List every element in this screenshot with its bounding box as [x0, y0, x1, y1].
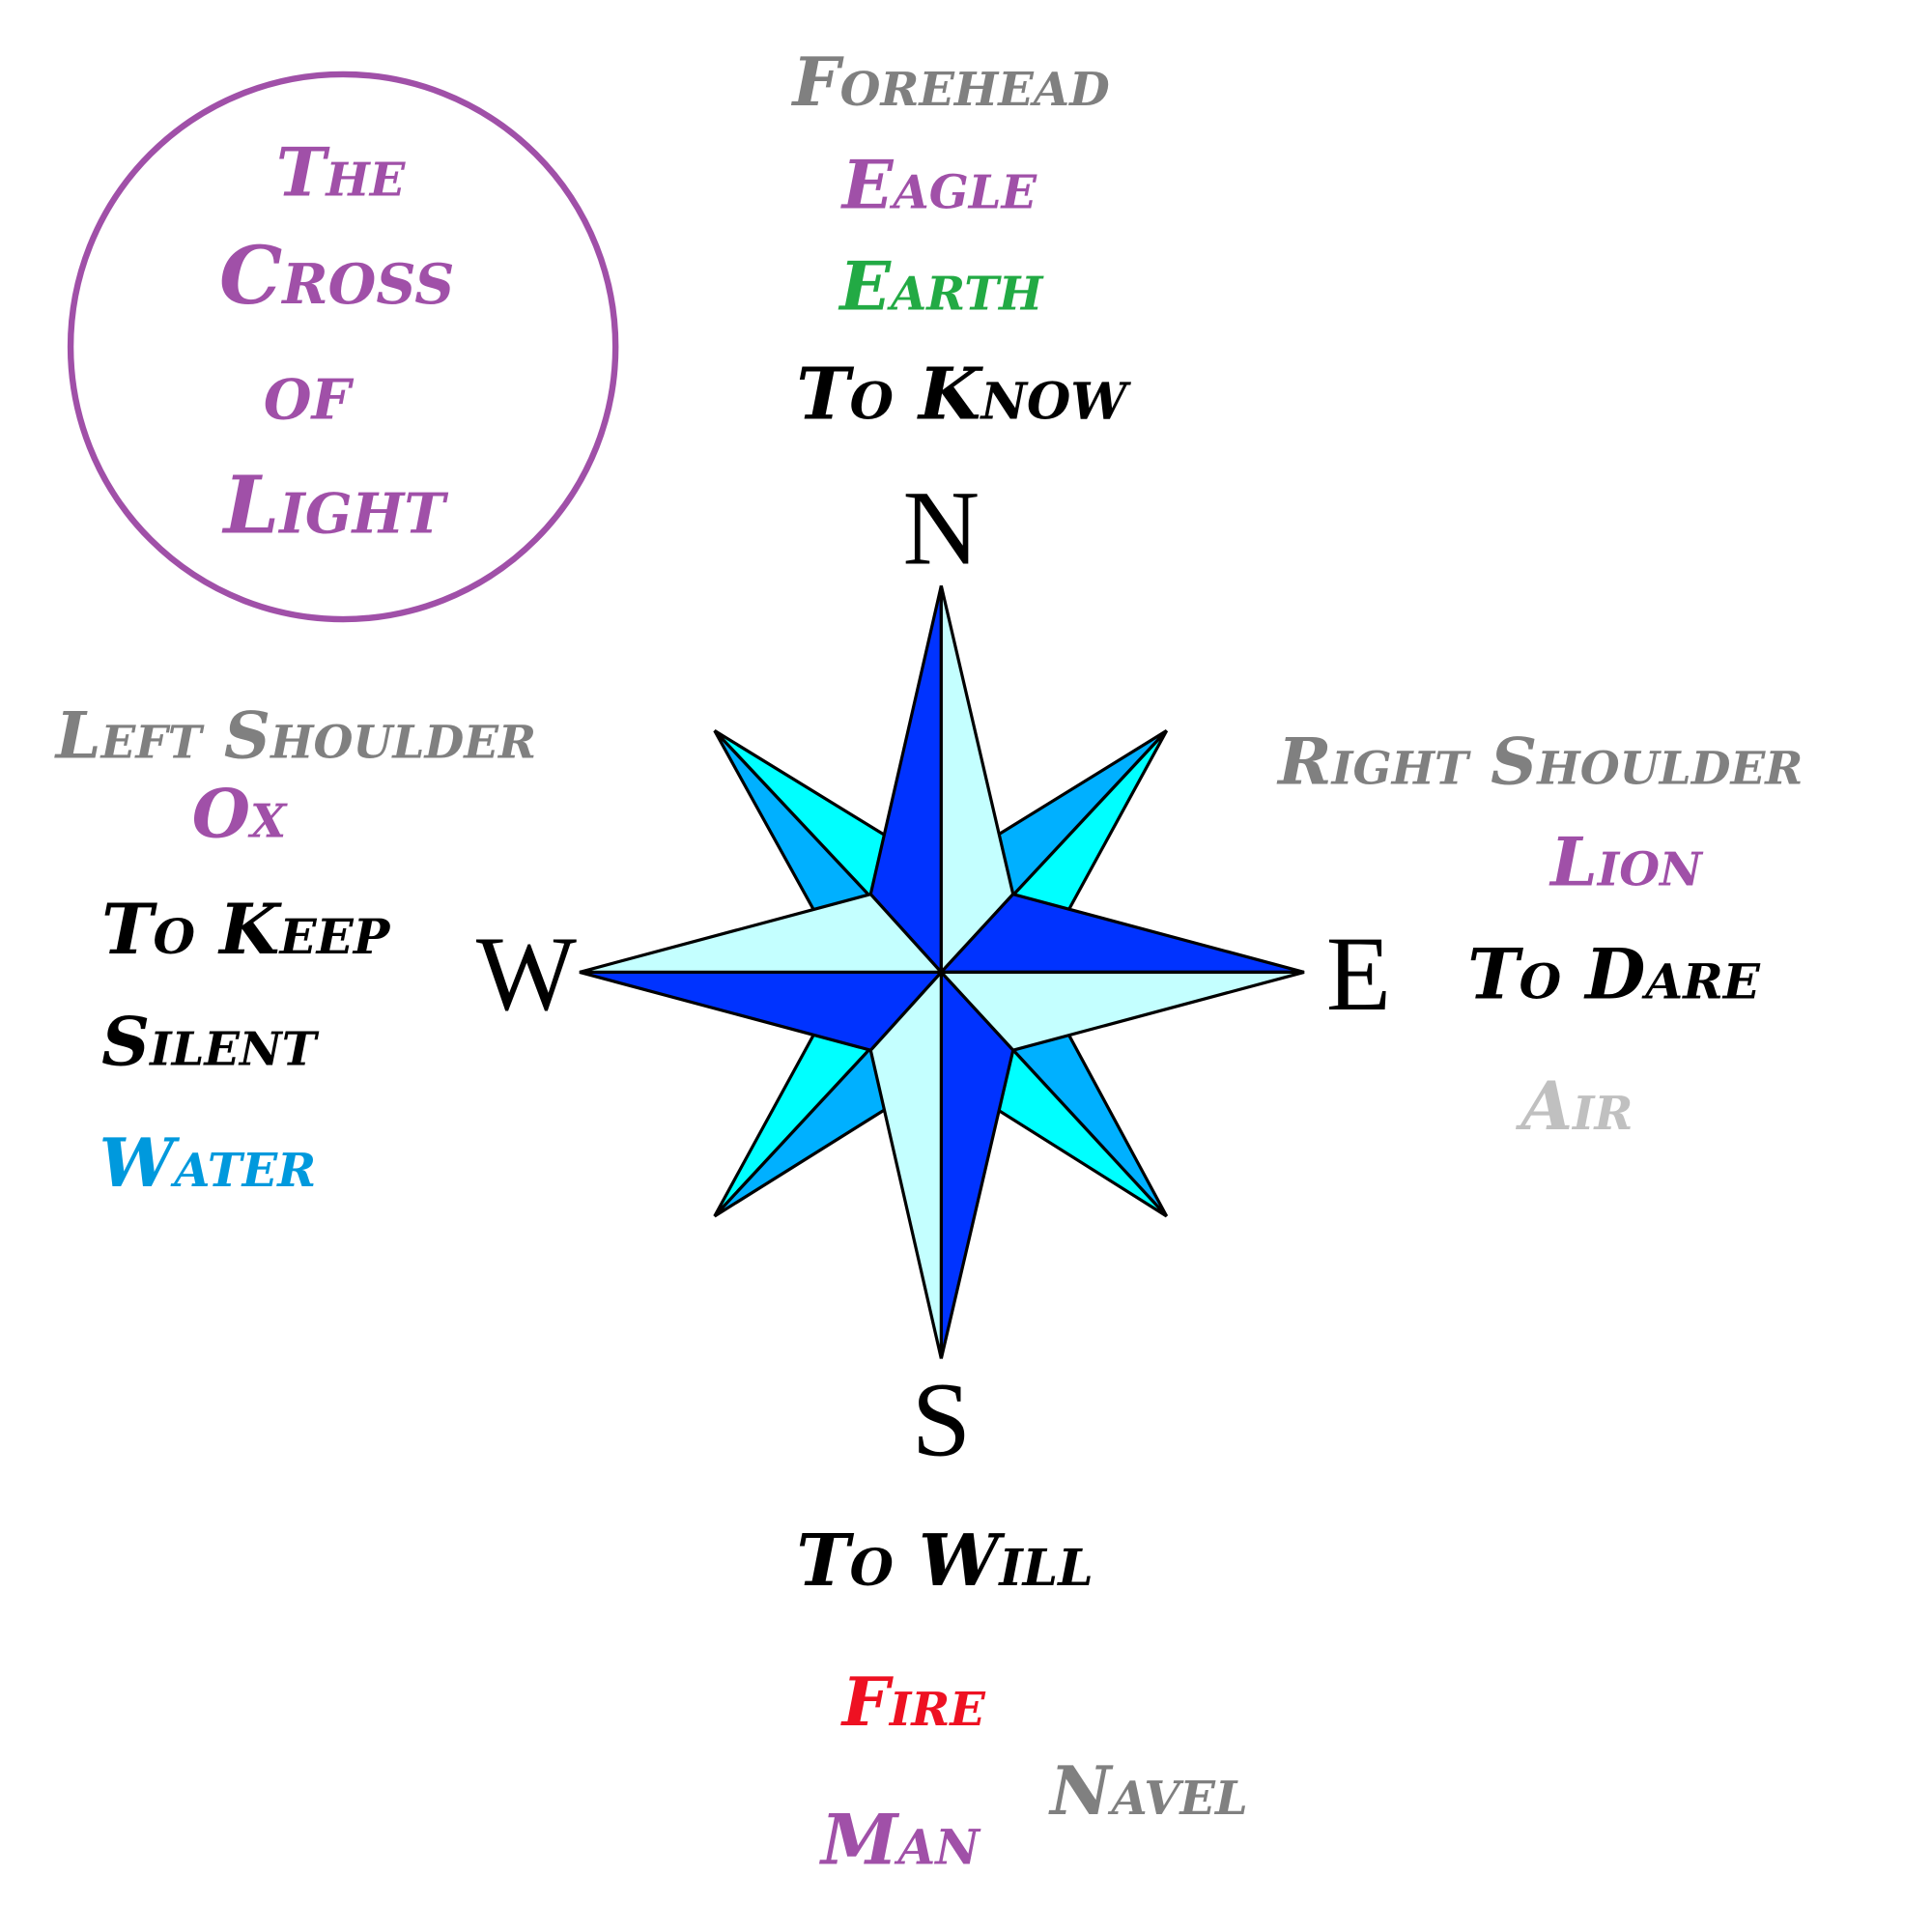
direction-south: S	[912, 1360, 971, 1478]
west-virtue-2: Silent	[101, 1004, 320, 1082]
direction-north: N	[903, 469, 980, 586]
direction-east: E	[1326, 915, 1391, 1033]
west-body: Left Shoulder	[54, 697, 536, 774]
compass-main-points	[579, 585, 1305, 1359]
west-element: Water	[99, 1124, 317, 1203]
title-emblem: The Cross of Light	[67, 71, 619, 623]
east-labels: Right Shoulder Lion To Dare Air	[1276, 724, 1803, 1147]
north-element: Earth	[838, 248, 1044, 327]
south-virtue: To Will	[796, 1518, 1093, 1603]
west-virtue: To Keep	[101, 889, 391, 970]
south-creature: Man	[818, 1799, 981, 1880]
compass-rose-icon	[579, 585, 1305, 1359]
east-virtue: To Dare	[1467, 933, 1761, 1014]
title-line-2: Cross	[219, 230, 454, 323]
direction-west: W	[476, 915, 577, 1033]
south-labels: To Will Fire Navel Man	[796, 1518, 1247, 1880]
east-element: Air	[1515, 1067, 1633, 1146]
west-creature: Ox	[192, 776, 288, 854]
title-circle	[67, 71, 619, 623]
title-line-3: of	[264, 345, 355, 438]
title-line-4: Light	[221, 459, 448, 552]
south-body: Navel	[1048, 1752, 1248, 1831]
east-creature: Lion	[1548, 824, 1704, 902]
south-element: Fire	[840, 1663, 986, 1742]
east-body: Right Shoulder	[1276, 724, 1803, 800]
north-creature: Eagle	[840, 146, 1038, 224]
north-body: Forehead	[791, 43, 1111, 122]
title-line-1: The	[276, 134, 407, 213]
north-virtue: To Know	[796, 351, 1131, 436]
west-labels: Left Shoulder Ox To Keep Silent Water	[54, 697, 536, 1204]
north-labels: Forehead Eagle Earth To Know	[791, 43, 1132, 436]
